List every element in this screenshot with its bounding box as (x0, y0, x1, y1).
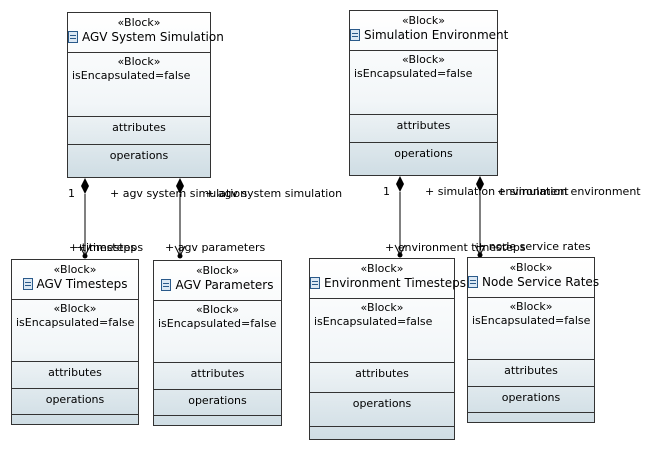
block-name: AGV Parameters (175, 278, 274, 292)
property-stereotype: «Block» (401, 53, 446, 66)
role-label: + simulation environment (497, 185, 641, 198)
property-stereotype: «Block» (117, 55, 161, 68)
attributes-compartment: attributes (350, 115, 497, 143)
properties-compartment: «Block» isEncapsulated=false (310, 299, 454, 363)
block-header: «Block» AGV Timesteps (12, 260, 138, 300)
property-value: isEncapsulated=false (314, 315, 433, 328)
block-title: Simulation Environment (350, 28, 508, 42)
property-value: isEncapsulated=false (158, 317, 277, 330)
block-header: «Block» Simulation Environment (350, 11, 508, 51)
block-icon (468, 276, 478, 288)
property-stereotype: «Block» (195, 303, 240, 316)
block-name: Simulation Environment (364, 28, 509, 42)
property-stereotype: «Block» (53, 302, 97, 315)
attributes-compartment: attributes (310, 363, 454, 393)
attributes-compartment: attributes (68, 117, 210, 145)
extra-compartment (310, 427, 454, 439)
properties-compartment: «Block» isEncapsulated=false (468, 298, 594, 360)
role-label: + agv system simulation (110, 187, 248, 200)
properties-compartment: «Block» isEncapsulated=false (154, 301, 281, 363)
extra-compartment (154, 416, 281, 425)
block-icon (68, 31, 78, 43)
operations-compartment: operations (12, 389, 138, 415)
block-environment-timesteps[interactable]: «Block» Environment Timesteps «Block» is… (309, 258, 466, 440)
properties-compartment: «Block» isEncapsulated=false (12, 300, 138, 362)
property-value: isEncapsulated=false (16, 316, 135, 329)
property-stereotype: «Block» (360, 301, 404, 314)
operations-compartment: operations (310, 393, 454, 427)
role-label: + node service rates (476, 240, 591, 253)
stereotype-label: «Block» (53, 263, 97, 276)
role-label: + timesteps (69, 241, 137, 254)
block-title: Node Service Rates (468, 275, 599, 289)
block-header: «Block» Environment Timesteps (310, 259, 466, 299)
block-header: «Block» AGV Parameters (154, 261, 281, 301)
role-label: + environment timesteps (385, 241, 526, 254)
role-label: + simulation environment (425, 185, 569, 198)
block-simulation-environment[interactable]: «Block» Simulation Environment «Block» i… (349, 10, 508, 176)
attributes-compartment: attributes (154, 363, 281, 390)
property-value: isEncapsulated=false (472, 314, 591, 327)
stereotype-label: «Block» (360, 262, 404, 275)
block-icon (22, 278, 33, 290)
composition-agv-parameters (174, 178, 186, 259)
block-title: AGV System Simulation (68, 30, 224, 44)
block-title: AGV Timesteps (22, 277, 128, 291)
block-icon (350, 29, 360, 41)
operations-compartment: operations (468, 387, 594, 413)
block-name: Environment Timesteps (324, 276, 467, 290)
role-label: + agv parameters (165, 241, 266, 254)
attributes-compartment: attributes (468, 360, 594, 387)
block-name: AGV System Simulation (82, 30, 224, 44)
block-title: AGV Parameters (161, 278, 274, 292)
block-node-service-rates[interactable]: «Block» Node Service Rates «Block» isEnc… (467, 257, 599, 423)
block-header: «Block» AGV System Simulation (68, 13, 224, 53)
properties-compartment: «Block» isEncapsulated=false (350, 51, 497, 115)
stereotype-label: «Block» (195, 264, 240, 277)
property-stereotype: «Block» (509, 300, 553, 313)
property-value: isEncapsulated=false (72, 69, 191, 82)
composition-node-service-rates (474, 176, 486, 258)
block-header: «Block» Node Service Rates (468, 258, 599, 298)
multiplicity-label: 1 (383, 185, 390, 198)
extra-compartment (468, 413, 594, 422)
stereotype-label: «Block» (117, 16, 161, 29)
stereotype-label: «Block» (401, 14, 446, 27)
block-agv-timesteps[interactable]: «Block» AGV Timesteps «Block» isEncapsul… (11, 259, 139, 425)
extra-compartment (12, 415, 138, 424)
block-agv-system-simulation[interactable]: «Block» AGV System Simulation «Block» is… (67, 12, 224, 178)
composition-agv-timesteps (79, 178, 91, 259)
block-name: Node Service Rates (482, 275, 600, 289)
multiplicity-label: 1 (68, 187, 75, 200)
attributes-compartment: attributes (12, 362, 138, 389)
operations-compartment: operations (394, 147, 453, 160)
role-label: + timesteps (76, 241, 144, 254)
stereotype-label: «Block» (509, 261, 553, 274)
block-name: AGV Timesteps (36, 277, 128, 291)
block-icon (161, 279, 172, 291)
operations-compartment: operations (109, 149, 169, 162)
composition-env-timesteps (394, 176, 406, 258)
block-title: Environment Timesteps (310, 276, 466, 290)
property-value: isEncapsulated=false (354, 67, 473, 80)
properties-compartment: «Block» isEncapsulated=false (68, 53, 210, 117)
operations-compartment: operations (154, 390, 281, 416)
block-agv-parameters[interactable]: «Block» AGV Parameters «Block» isEncapsu… (153, 260, 282, 426)
role-label: + agv system simulation (205, 187, 343, 200)
block-icon (310, 277, 320, 289)
